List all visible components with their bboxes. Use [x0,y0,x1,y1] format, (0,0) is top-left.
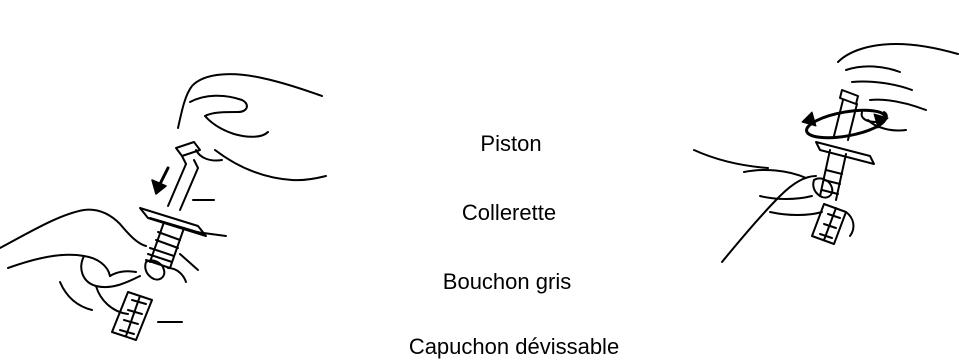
label-capuchon-devissable: Capuchon dévissable [408,334,620,359]
label-bouchon-gris: Bouchon gris [442,269,572,294]
label-piston: Piston [480,131,542,156]
syringe-push-plunger-icon [0,73,327,341]
label-collerette: Collerette [461,200,557,225]
syringe-twist-plunger-icon [693,43,959,263]
